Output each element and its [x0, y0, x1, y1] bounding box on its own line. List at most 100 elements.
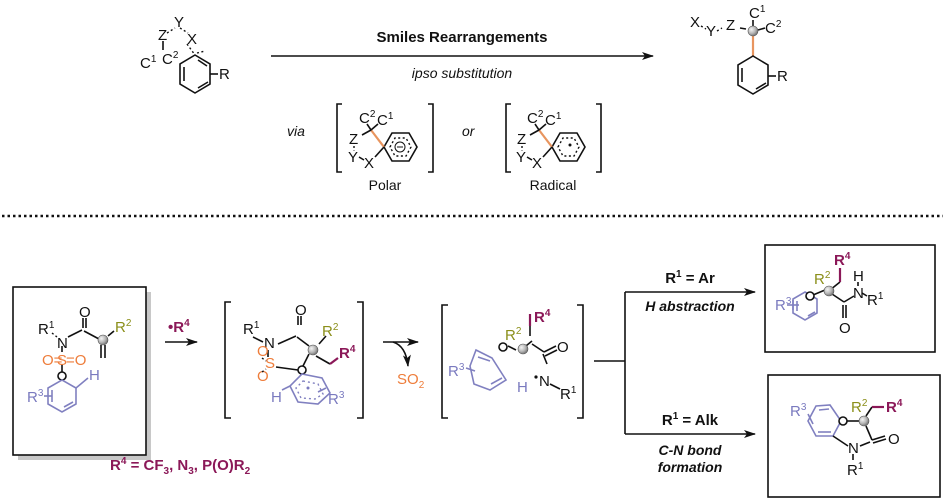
r2-label: R2 [322, 322, 339, 340]
bracket-right [428, 103, 434, 173]
atom-z: Z [158, 27, 167, 44]
cyclohexadienyl-ring [383, 132, 418, 162]
r3-label: R3 [328, 390, 345, 408]
atom-y: Y [174, 14, 184, 31]
atom-z: Z [726, 17, 735, 34]
arrow-subtitle: ipso substitution [412, 65, 513, 81]
atom-c2: C2 [359, 109, 376, 127]
atom-c1: C1 [749, 4, 766, 22]
atom-x: X [690, 14, 700, 31]
sulfonyl-oxygen: O [257, 343, 269, 360]
atom-x: X [364, 155, 374, 172]
r4-label: R4 [534, 308, 551, 326]
box-frame [12, 286, 147, 456]
radical-intermediate: C2 C1 Z Y X Radical [505, 103, 602, 193]
benzene-ring [737, 55, 769, 95]
branch-bottom-process-line1: C-N bond [659, 442, 722, 458]
amide-h-label: H [853, 268, 864, 285]
polar-label: Polar [369, 177, 402, 193]
quaternary-carbon [858, 415, 870, 427]
smiles-arrow: Smiles Rearrangements ipso substitution [271, 29, 654, 81]
or-label: or [462, 123, 476, 139]
desulfonylation-arrow: SO2 [383, 338, 425, 391]
r1-label: R1 [243, 320, 260, 338]
r4-label: R4 [834, 251, 851, 269]
quaternary-carbon [747, 25, 759, 37]
benzene-ring [179, 54, 211, 94]
r4-label: R4 [886, 398, 903, 416]
aryl-ring [469, 348, 508, 391]
atom-c2: C2 [162, 50, 179, 68]
amide-product-box: R3 R2 R4 H N R1 O [764, 244, 936, 353]
nitrogen-label: N [57, 335, 68, 352]
radical-dot-icon [534, 375, 538, 379]
nitrogen-label: N [264, 335, 275, 352]
bracket-right [596, 103, 602, 173]
atom-x: X [532, 155, 542, 172]
cyclohexadienyl-ring [551, 132, 586, 162]
carbonyl-oxygen: O [839, 320, 851, 337]
substituent-r: R [777, 68, 788, 85]
sulfonyl-o-left: O= [42, 352, 63, 369]
bracket-right [577, 304, 584, 419]
box-frame [767, 374, 941, 498]
bracket-left [441, 304, 448, 419]
r3-label: R3 [775, 296, 792, 314]
carbonyl-oxygen: O [295, 302, 307, 319]
quaternary-carbon [823, 285, 835, 297]
branch-top-condition: R1 = Ar [665, 269, 715, 287]
so2-byproduct: SO2 [397, 371, 425, 391]
spiro-intermediate: R1 N O R2 R4 O S O H R3 [224, 301, 364, 419]
polar-intermediate: C2 C1 Z Y X Polar [336, 103, 434, 193]
h-label: H [517, 379, 528, 396]
ipso-carbon [498, 342, 508, 352]
atom-c1: C1 [140, 54, 157, 72]
radical-dot-icon [306, 386, 310, 390]
r1-label: R1 [867, 291, 884, 309]
r2-label: R2 [814, 270, 831, 288]
atom-c2: C2 [765, 19, 782, 37]
radical-dot-icon [568, 143, 572, 147]
radical-label: Radical [530, 177, 577, 193]
branch-top-process: H abstraction [645, 298, 734, 314]
arrow-title: Smiles Rearrangements [377, 29, 548, 46]
sulfur-label: S [265, 355, 275, 372]
r3-label: R3 [27, 388, 44, 406]
r2-label: R2 [505, 326, 522, 344]
ipso-carbon [805, 291, 815, 301]
r4-definition: R4 = CF3, N3, P(O)R2 [110, 456, 251, 477]
top-reactant: Z Y X C1 C2 R [140, 14, 230, 94]
atom-z: Z [349, 131, 358, 148]
atom-y: Y [348, 149, 358, 166]
amidyl-radical-intermediate: R3 H R2 R4 O N R1 [441, 304, 584, 419]
atom-c1: C1 [545, 111, 562, 129]
branch-bottom-condition: R1 = Alk [662, 411, 719, 429]
ipso-carbon [57, 371, 67, 381]
oxindole-product-box: R3 R2 R4 O N R1 [767, 374, 941, 498]
branch-bottom-process-line2: formation [658, 459, 723, 475]
r2-label: R2 [115, 318, 132, 336]
r3-label: R3 [448, 362, 465, 380]
ipso-carbon [838, 416, 848, 426]
ortho-h-label: H [89, 367, 100, 384]
branch-arrows: R1 = Ar H abstraction R1 = Alk C-N bond … [594, 269, 756, 475]
start-material-box: R1 N O R2 O= S =O H R3 [12, 286, 151, 460]
reagent-label: •R4 [168, 318, 190, 336]
sulfonyl-o-right: =O [66, 352, 86, 369]
nitrogen-label: N [539, 373, 550, 390]
bracket-right [357, 301, 364, 419]
sulfonyl-oxygen: O [257, 368, 269, 385]
radical-addition-arrow: •R4 [165, 318, 198, 346]
r1-label: R1 [560, 385, 577, 403]
atom-y: Y [706, 23, 716, 40]
via-label: via [287, 123, 305, 139]
atom-x: X [187, 31, 197, 48]
r2-label: R2 [851, 398, 868, 416]
atom-y: Y [516, 149, 526, 166]
atom-z: Z [517, 131, 526, 148]
bracket-left [224, 301, 231, 419]
carbonyl-oxygen: O [79, 304, 91, 321]
spiro-carbon [297, 365, 307, 375]
substituent-r: R [219, 66, 230, 83]
